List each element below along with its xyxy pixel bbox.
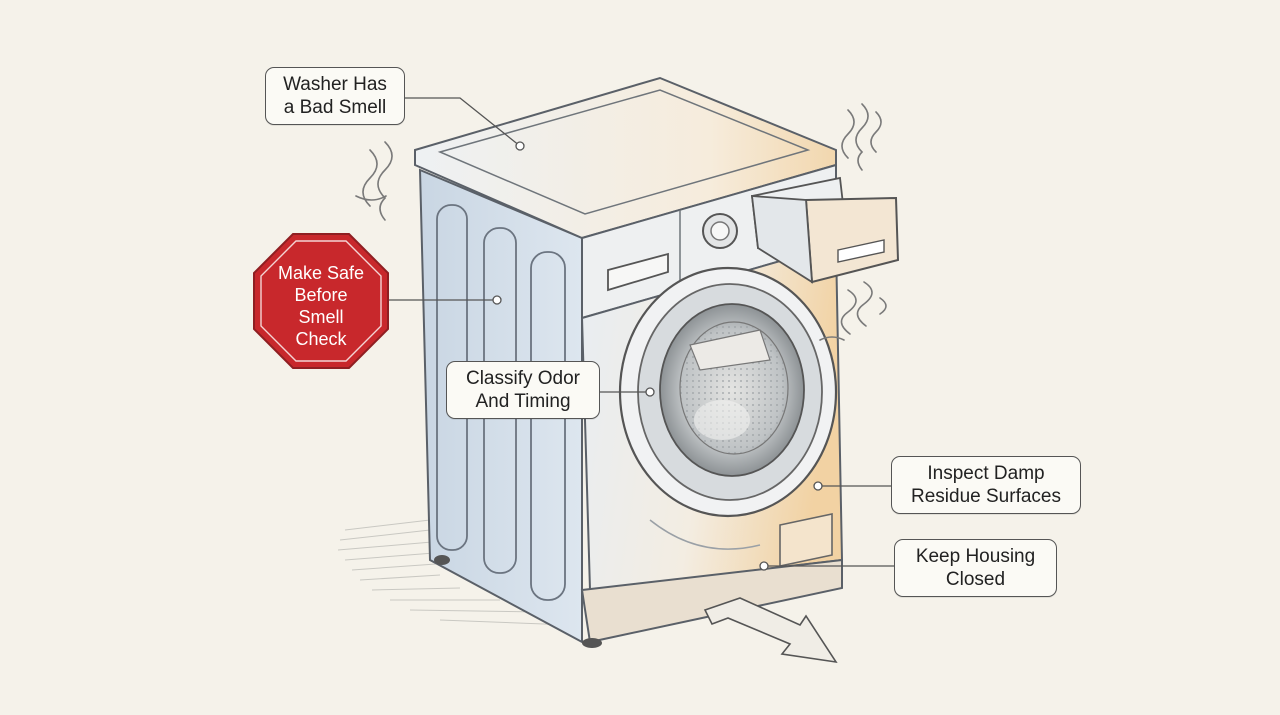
detergent-drawer <box>750 176 900 284</box>
stop-sign <box>253 233 389 369</box>
label-inspect-damp: Inspect Damp Residue Surfaces <box>891 456 1081 514</box>
dial-icon <box>702 213 738 249</box>
arrow-icon <box>703 597 838 664</box>
filter-hatch <box>779 513 833 567</box>
label-keep-housing-closed: Keep Housing Closed <box>894 539 1057 597</box>
leader-dots <box>492 141 823 571</box>
label-make-safe: Make Safe Before Smell Check <box>277 263 365 349</box>
label-classify-odor: Classify Odor And Timing <box>446 361 600 419</box>
odor-wave-icon <box>355 103 887 341</box>
panel-handle <box>607 252 669 292</box>
leader-lines <box>388 97 895 567</box>
washer-base <box>580 558 843 644</box>
label-washer-bad-smell: Washer Has a Bad Smell <box>265 67 405 125</box>
